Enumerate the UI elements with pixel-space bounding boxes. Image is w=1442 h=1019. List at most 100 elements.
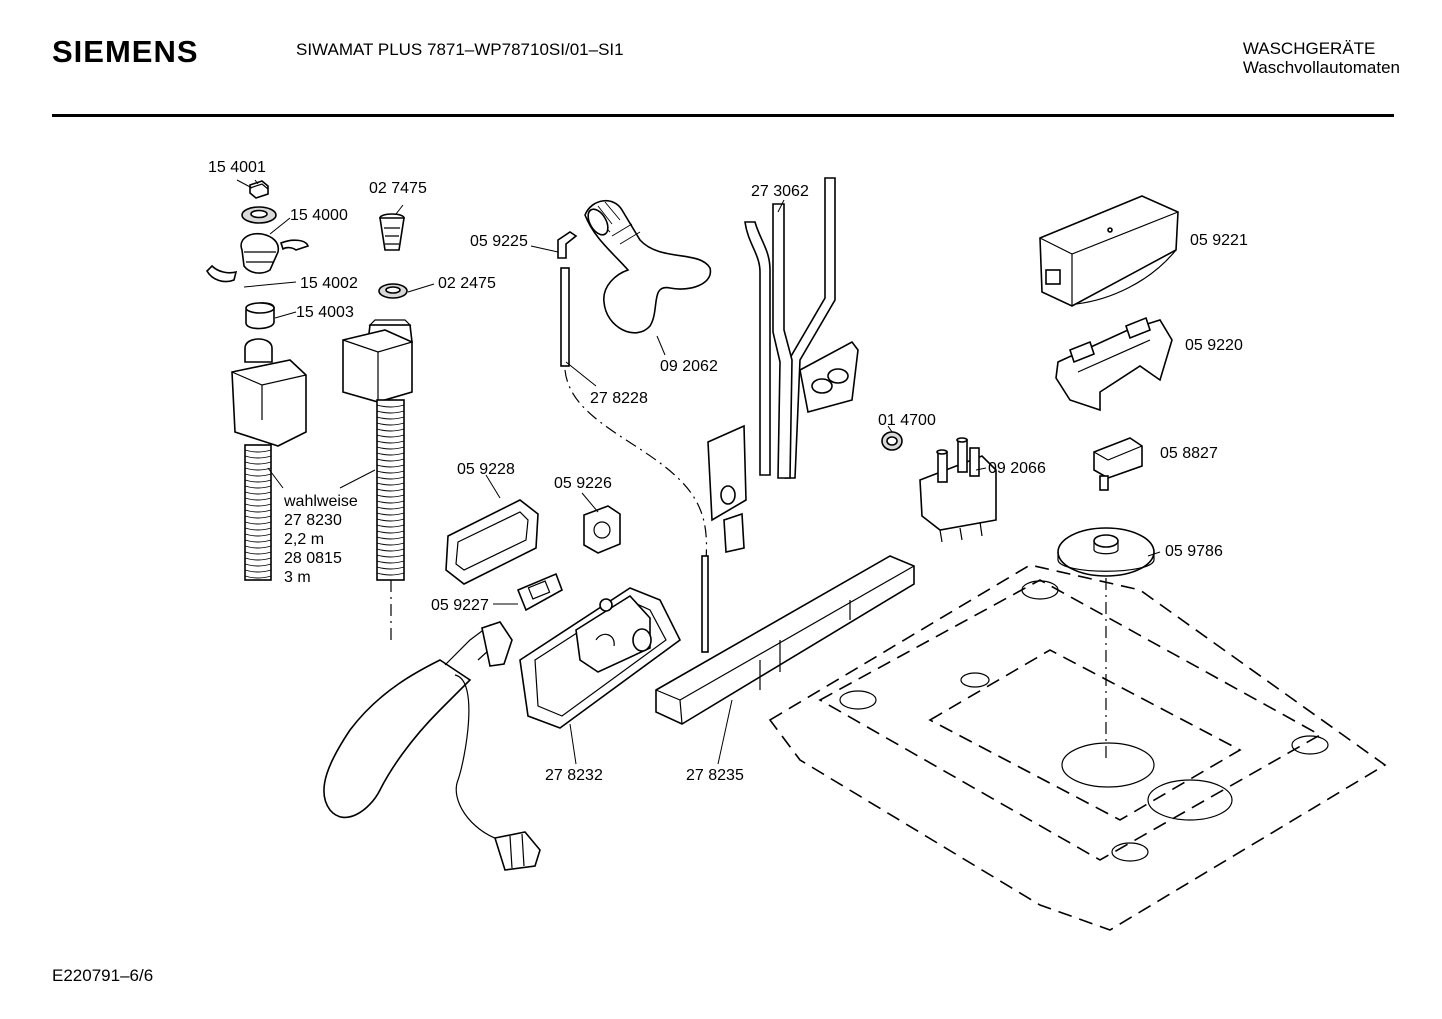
label-hose-length-b: 3 m bbox=[284, 569, 311, 586]
hose-rib bbox=[244, 521, 272, 525]
part-092062-drawing bbox=[584, 200, 712, 334]
label-154003: 15 4003 bbox=[296, 304, 354, 321]
part-059220-drawing bbox=[1055, 316, 1173, 412]
label-hose-part-b: 28 0815 bbox=[284, 550, 342, 567]
hose-rib bbox=[376, 410, 405, 414]
part-273062-drawing bbox=[744, 177, 859, 479]
label-059220: 05 9220 bbox=[1185, 337, 1243, 354]
part-059225-drawing bbox=[557, 231, 578, 259]
hose-rib bbox=[376, 566, 405, 570]
leader-lines bbox=[236, 179, 1161, 765]
category-line-1: WASCHGERÄTE bbox=[1242, 39, 1376, 58]
hose-rib bbox=[376, 458, 405, 462]
drawing-code: E220791–6/6 bbox=[52, 966, 154, 985]
hose-rib bbox=[244, 503, 272, 507]
hose-rib bbox=[376, 440, 405, 444]
label-273062: 27 3062 bbox=[751, 183, 809, 200]
label-059225: 05 9225 bbox=[470, 233, 528, 250]
hose-rib bbox=[244, 575, 272, 579]
brand-logo: SIEMENS bbox=[52, 34, 199, 69]
part-027475-drawing bbox=[379, 213, 405, 251]
label-059786: 05 9786 bbox=[1165, 543, 1223, 560]
part-154003-drawing bbox=[245, 302, 275, 330]
part-154000-drawing bbox=[241, 206, 277, 224]
label-154000: 15 4000 bbox=[290, 207, 348, 224]
hose-rib bbox=[376, 446, 405, 450]
hose-rib bbox=[244, 485, 272, 489]
part-278232-drawing bbox=[519, 587, 682, 729]
part-278235-drawing bbox=[655, 555, 915, 725]
hose-rib bbox=[244, 473, 272, 477]
label-058827: 05 8827 bbox=[1160, 445, 1218, 462]
label-278228: 27 8228 bbox=[590, 390, 648, 407]
category-label: WASCHGERÄTE Waschvollautomaten bbox=[1243, 39, 1400, 77]
hose-rib bbox=[376, 434, 405, 438]
hose-rib bbox=[376, 506, 405, 510]
hose-rib bbox=[376, 554, 405, 558]
part-278228-drawing bbox=[560, 267, 708, 561]
part-059786-drawing bbox=[1057, 527, 1155, 760]
label-059221: 05 9221 bbox=[1190, 232, 1248, 249]
hose-rib bbox=[376, 488, 405, 492]
hose-rib bbox=[376, 416, 405, 420]
part-014700-drawing bbox=[881, 431, 903, 451]
hose-rib bbox=[244, 509, 272, 513]
label-154002: 15 4002 bbox=[300, 275, 358, 292]
hose-rib bbox=[244, 455, 272, 459]
part-059228-drawing bbox=[445, 499, 539, 585]
hose-rib bbox=[376, 452, 405, 456]
label-278232: 27 8232 bbox=[545, 767, 603, 784]
hose-rib bbox=[244, 563, 272, 567]
label-014700: 01 4700 bbox=[878, 412, 936, 429]
inlet-hose-middle-drawing bbox=[342, 319, 413, 581]
hose-rib bbox=[376, 548, 405, 552]
label-hose-length-a: 2,2 m bbox=[284, 531, 324, 548]
part-154001-drawing bbox=[249, 180, 269, 199]
hose-rib bbox=[376, 518, 405, 522]
hose-rib bbox=[376, 422, 405, 426]
label-154001: 15 4001 bbox=[208, 159, 266, 176]
hose-rib bbox=[244, 461, 272, 465]
hose-rib bbox=[244, 497, 272, 501]
label-hose-part-a: 27 8230 bbox=[284, 512, 342, 529]
hose-rib bbox=[244, 449, 272, 453]
hose-rib bbox=[376, 524, 405, 528]
hose-rib bbox=[244, 533, 272, 537]
label-278235: 27 8235 bbox=[686, 767, 744, 784]
hose-rib bbox=[376, 542, 405, 546]
hose-rib bbox=[376, 464, 405, 468]
label-059227: 05 9227 bbox=[431, 597, 489, 614]
part-154002-drawing bbox=[206, 232, 310, 283]
hose-rib bbox=[244, 479, 272, 483]
hose-rib bbox=[376, 560, 405, 564]
label-hose-option: wahlweise bbox=[283, 493, 358, 510]
label-092066: 09 2066 bbox=[988, 460, 1046, 477]
hose-rib bbox=[376, 512, 405, 516]
hose-rib bbox=[376, 536, 405, 540]
base-plate-drawing bbox=[768, 564, 1387, 931]
label-027475: 02 7475 bbox=[369, 180, 427, 197]
bracket-drawing bbox=[701, 424, 747, 653]
hose-rib bbox=[376, 470, 405, 474]
hose-rib bbox=[376, 530, 405, 534]
part-058827-drawing bbox=[1093, 437, 1143, 491]
hose-rib bbox=[244, 527, 272, 531]
drain-hose-drawing bbox=[323, 621, 541, 871]
hose-rib bbox=[244, 557, 272, 561]
inlet-hose-left-drawing bbox=[231, 338, 307, 581]
category-line-2: Waschvollautomaten bbox=[1242, 58, 1400, 77]
part-022475-drawing bbox=[378, 283, 408, 299]
hose-rib bbox=[376, 572, 405, 576]
part-059226-drawing bbox=[583, 505, 621, 554]
header-rule bbox=[52, 114, 1394, 117]
part-059221-drawing bbox=[1039, 195, 1179, 307]
label-059228: 05 9228 bbox=[457, 461, 515, 478]
hose-rib bbox=[376, 500, 405, 504]
label-022475: 02 2475 bbox=[438, 275, 496, 292]
hose-rib bbox=[244, 551, 272, 555]
hose-rib bbox=[244, 545, 272, 549]
hose-rib bbox=[376, 494, 405, 498]
hose-rib bbox=[244, 515, 272, 519]
label-092062: 09 2062 bbox=[660, 358, 718, 375]
